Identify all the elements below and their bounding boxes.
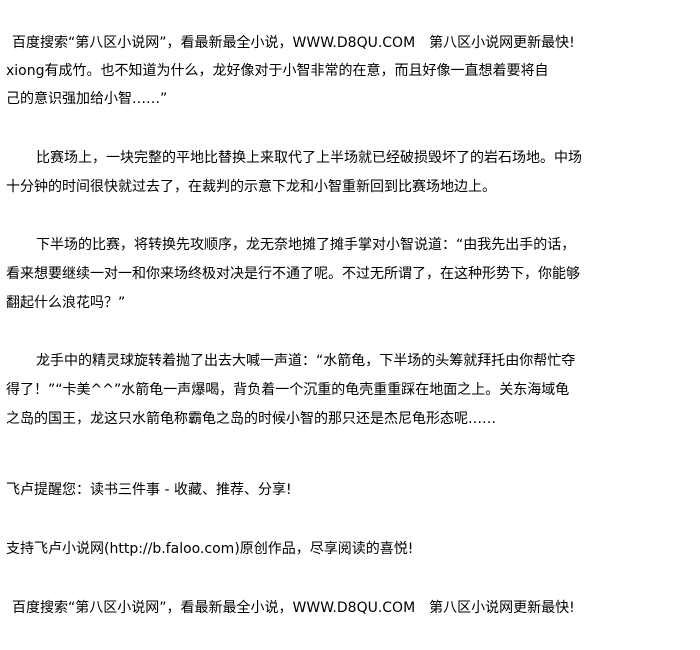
paragraph-line: 看来想要继续一对一和你来场终极对决是行不通了呢。不过无所谓了，在这种形势下，你能… [6, 266, 580, 282]
paragraph-line: 龙手中的精灵球旋转着抛了出去大喊一声道：“水箭龟，下半场的头筹就拜托由你帮忙夺 [36, 353, 576, 369]
paragraph-line: 翻起什么浪花吗？” [6, 295, 126, 311]
paragraph-line: 十分钟的时间很快就过去了，在裁判的示意下龙和小智重新回到比赛场地边上。 [6, 179, 496, 195]
paragraph-line: 己的意识强加给小智……” [6, 91, 168, 107]
paragraph-line: xiong有成竹。也不知道为什么，龙好像对于小智非常的在意，而且好像一直想着要将… [6, 63, 549, 79]
paragraph-line: 下半场的比赛，将转换先攻顺序，龙无奈地摊了摊手掌对小智说道：“由我先出手的话， [36, 237, 576, 253]
paragraph-line: 比赛场上，一块完整的平地比替换上来取代了上半场就已经破损毁坏了的岩石场地。中场 [36, 150, 582, 166]
footer-banner: 百度搜索“第八区小说网”，看最新最全小说，WWW.D8QU.COM 第八区小说网… [12, 600, 575, 616]
support-text: 支持飞卢小说网(http://b.faloo.com)原创作品，尽享阅读的喜悦! [6, 541, 414, 557]
reminder-text: 飞卢提醒您：读书三件事 - 收藏、推荐、分享! [6, 482, 292, 498]
paragraph-line: 之岛的国王，龙这只水箭龟称霸龟之岛的时候小智的那只还是杰尼龟形态呢…… [6, 411, 496, 427]
paragraph-line: 得了！”“卡美^^”水箭龟一声爆喝，背负着一个沉重的龟壳重重踩在地面之上。关东海… [6, 382, 570, 398]
header-banner: 百度搜索“第八区小说网”，看最新最全小说，WWW.D8QU.COM 第八区小说网… [12, 35, 575, 51]
